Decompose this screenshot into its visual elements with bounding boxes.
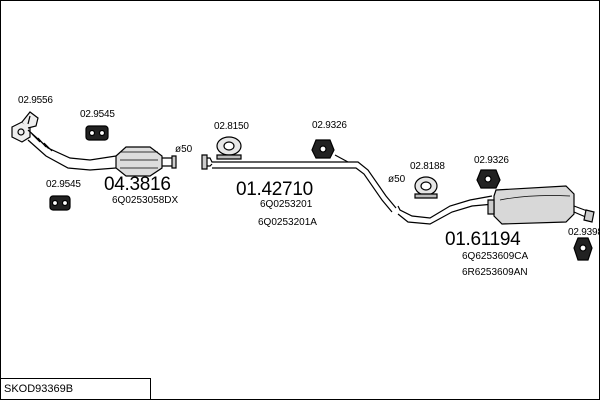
- assembly-number-01-61194: 01.61194: [445, 229, 521, 250]
- oem-ref-6q6253609ca: 6Q6253609CA: [462, 251, 529, 262]
- centre-pipe: [201, 154, 397, 213]
- part-label-02-9326-rear: 02.9326: [474, 155, 509, 166]
- catalytic-converter: [115, 146, 177, 177]
- oem-ref-6q0253058dx: 6Q0253058DX: [112, 195, 179, 206]
- part-label-02-9545-top: 02.9545: [80, 109, 115, 120]
- diameter-label-front: ø50: [175, 144, 193, 155]
- part-label-02-9556: 02.9556: [18, 95, 53, 106]
- oem-ref-6q0253201: 6Q0253201: [260, 199, 313, 210]
- oem-ref-6r6253609an: 6R6253609AN: [462, 267, 528, 278]
- hanger-02-9326-middle: [311, 139, 335, 159]
- assembly-number-04-3816: 04.3816: [104, 174, 171, 195]
- hanger-02-9545-top: [85, 125, 109, 141]
- oem-ref-6q0253201a: 6Q0253201A: [258, 217, 317, 228]
- part-label-02-8188: 02.8188: [410, 161, 445, 172]
- part-label-02-9398: 02.9398: [568, 227, 600, 238]
- hanger-02-9545-bottom: [49, 195, 71, 211]
- hanger-02-9326-rear: [476, 169, 501, 189]
- diameter-label-rear: ø50: [388, 174, 406, 185]
- gasket-02-8188: [414, 176, 438, 199]
- assembly-number-01-42710: 01.42710: [236, 179, 313, 200]
- front-pipe: [11, 121, 117, 171]
- gasket-02-8150: [216, 136, 242, 160]
- part-label-02-8150: 02.8150: [214, 121, 249, 132]
- clamp-02-9556: [21, 111, 39, 129]
- part-label-02-9326-middle: 02.9326: [312, 120, 347, 131]
- footer-code-box: SKOD93369B: [0, 378, 151, 399]
- footer-code: SKOD93369B: [4, 383, 74, 395]
- rear-silencer: [397, 185, 595, 225]
- hanger-02-9398: [573, 237, 593, 261]
- part-label-02-9545-bottom: 02.9545: [46, 179, 81, 190]
